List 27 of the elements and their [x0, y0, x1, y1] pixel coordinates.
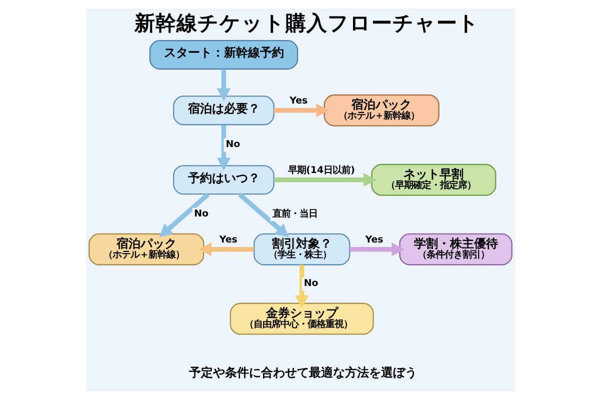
arrow [273, 104, 329, 118]
node-box: 割引対象？ （学生・株主） [253, 233, 350, 266]
arrow [349, 242, 404, 256]
edge-label: Yes [218, 234, 237, 246]
arrow [238, 192, 288, 238]
edge-label: 直前・当日 [272, 208, 317, 220]
arrow [216, 124, 230, 171]
node-box: 宿泊パック （ホテル＋新幹線） [88, 233, 204, 266]
edge-label: 早期(14日以前) [288, 164, 354, 176]
diagram-title: 新幹線チケット購入フローチャート [134, 11, 479, 36]
node-box: 宿泊は必要？ [172, 96, 274, 126]
edge-label: No [303, 278, 318, 290]
arrow [294, 264, 308, 308]
node-box: 金券ショップ （自由席中心・価格重視） [229, 302, 374, 335]
edge-label: Yes [364, 234, 383, 246]
arrow [198, 242, 254, 256]
edge-label: Yes [289, 95, 308, 106]
node-box: ネット早割 （早期確定・指定席） [370, 164, 496, 196]
edge-label: No [194, 208, 208, 220]
edge-label: No [225, 139, 240, 150]
arrow [274, 173, 376, 187]
arrow [216, 69, 230, 102]
node-box: 宿泊パック （ホテル＋新幹線） [323, 94, 439, 126]
node-box: 予約はいつ？ [172, 165, 274, 195]
node-box: スタート：新幹線予約 [148, 40, 298, 70]
node-box: 学割・株主優待 （条件付き割引） [398, 233, 512, 266]
caption: 予定や条件に合わせて最適な方法を選ぼう [188, 365, 417, 380]
